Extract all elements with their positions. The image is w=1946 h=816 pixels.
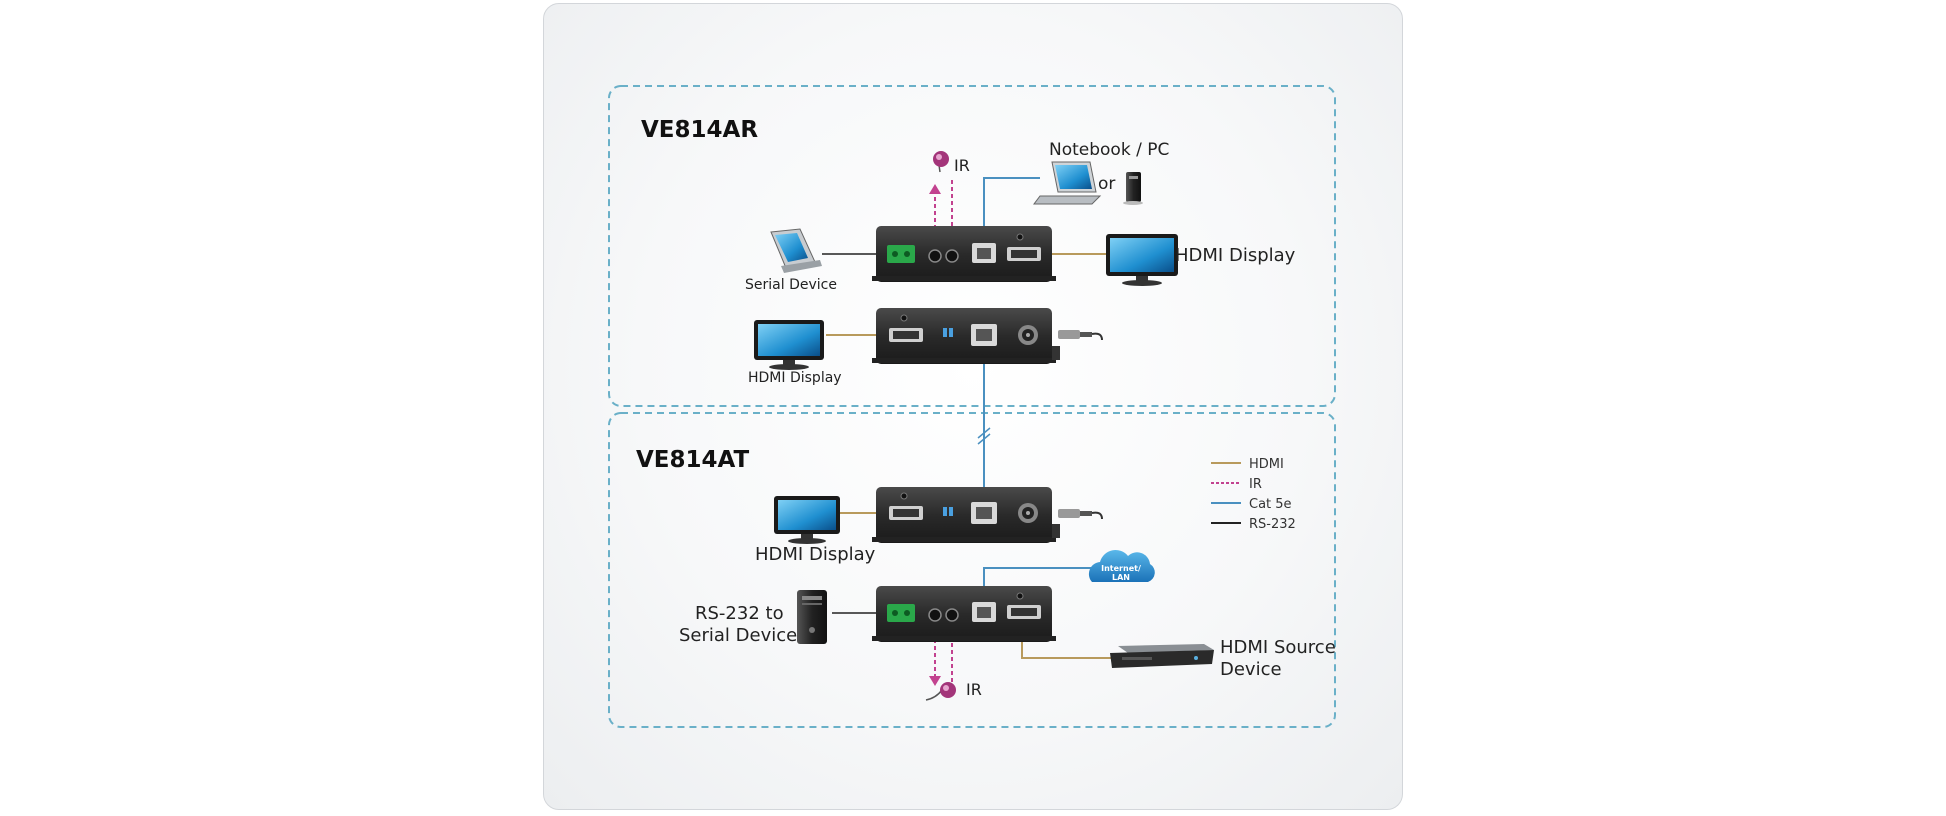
cable-break-mark xyxy=(977,433,991,445)
hdmi-display-right-label: HDMI Display xyxy=(1175,245,1296,266)
power-plug-icon xyxy=(1058,509,1103,520)
cloud-label-line1: Internet/ xyxy=(1101,564,1141,573)
ir-label-receiver: IR xyxy=(954,156,970,175)
legend-label-ir: IR xyxy=(1249,477,1262,492)
hdmi-display-icon xyxy=(754,320,824,370)
receiver-title: VE814AR xyxy=(641,117,758,143)
serial-tower-icon xyxy=(797,590,827,644)
or-label: or xyxy=(1098,174,1115,194)
cloud-label-line2: LAN xyxy=(1112,573,1130,582)
ir-arrow-down-tx xyxy=(929,676,941,686)
serial-device-icon xyxy=(770,228,822,273)
legend: HDMI IR Cat 5e RS-232 xyxy=(1211,457,1296,532)
cable-break-mark xyxy=(977,427,991,439)
notebook-icon xyxy=(1033,161,1102,205)
hdmi-source-device-icon xyxy=(1110,644,1214,668)
legend-label-rs-232: RS-232 xyxy=(1249,517,1296,532)
pc-tower-icon xyxy=(1123,172,1143,205)
hdmi-display-icon xyxy=(1106,234,1178,286)
transmitter-unit-rear xyxy=(872,586,1056,642)
ir-receiver-icon xyxy=(933,151,949,173)
hdmi-source-label-line1: HDMI Source xyxy=(1220,637,1336,658)
receiver-unit-front xyxy=(872,308,1060,364)
hdmi-source-label-line2: Device xyxy=(1220,659,1282,680)
receiver-unit-rear xyxy=(872,226,1056,282)
legend-label-cat-5e: Cat 5e xyxy=(1249,497,1292,512)
serial-device-label: Serial Device xyxy=(745,277,837,293)
transmitter-title: VE814AT xyxy=(636,447,750,473)
rs232-label-line2: Serial Device xyxy=(679,625,797,646)
ir-emitter-icon xyxy=(925,682,956,701)
hdmi-display-icon xyxy=(774,496,840,544)
ir-label-transmitter: IR xyxy=(966,680,982,699)
hdmi-display-left-label: HDMI Display xyxy=(748,370,842,386)
internet-lan-cloud-icon: Internet/ LAN xyxy=(1088,549,1155,582)
transmitter-unit-front xyxy=(872,487,1060,543)
cat5e-to-notebook xyxy=(983,177,1040,234)
legend-label-hdmi: HDMI xyxy=(1249,457,1284,472)
transmitter-frame xyxy=(608,412,1336,728)
ir-arrow-up xyxy=(929,184,941,194)
rs232-label-line1: RS-232 to xyxy=(695,603,784,624)
power-plug-icon xyxy=(1058,330,1103,341)
tx-hdmi-display-label: HDMI Display xyxy=(755,544,876,565)
notebook-pc-label: Notebook / PC xyxy=(1049,140,1169,160)
receiver-frame xyxy=(608,85,1336,407)
